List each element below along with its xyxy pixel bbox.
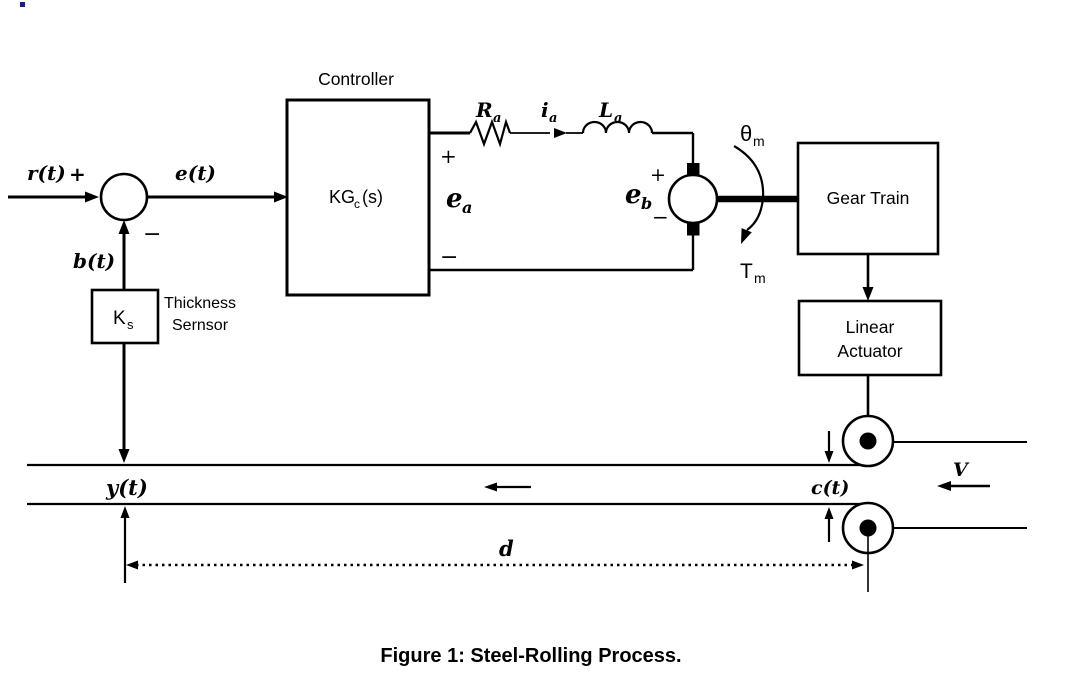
strip-motion-arrowhead <box>484 482 497 492</box>
armature-plus-sign: + <box>440 144 457 168</box>
rotation-arc-arrowhead <box>741 228 752 244</box>
motor-torque-label: T <box>740 260 753 283</box>
thickness-sensor-group: K s Thickness Sernsor <box>90 288 236 463</box>
gap-label: c(t) <box>811 477 849 499</box>
controller-group: Controller KG c (s) <box>285 69 431 297</box>
rotation-arc <box>733 145 765 231</box>
controller-gain-subscript: c <box>354 197 360 211</box>
velocity-label: V <box>953 459 970 481</box>
distance-left-arrowhead <box>126 560 138 570</box>
armature-minus-sign: − <box>440 245 458 270</box>
resistor-symbol <box>469 118 512 148</box>
controller-gain-suffix: (s) <box>362 187 383 207</box>
inductor-label: L <box>598 98 613 122</box>
backemf-voltage-subscript: b <box>641 194 652 213</box>
sensor-gain-block <box>90 288 160 345</box>
summing-minus-sign: − <box>143 222 161 247</box>
backemf-minus-sign: − <box>652 205 669 229</box>
linear-actuator-line1: Linear <box>846 317 895 337</box>
backemf-voltage-label: e <box>625 180 642 210</box>
velocity-arrowhead <box>937 481 951 491</box>
motor-angle-label: θ <box>740 121 752 146</box>
gear-train-block <box>796 141 940 256</box>
summing-junction-circle <box>99 172 149 222</box>
drivetrain-group: Gear Train Linear Actuator <box>796 141 943 441</box>
feedback-arrowhead <box>118 220 130 234</box>
scan-artifact-dot <box>20 2 25 7</box>
motor-group: θ m T m <box>667 121 798 286</box>
backemf-plus-sign: + <box>650 164 666 186</box>
summing-plus-sign: + <box>69 162 86 186</box>
resistor-subscript: a <box>493 111 501 126</box>
distance-right-arrowhead <box>852 560 864 570</box>
motor-body <box>667 173 719 225</box>
controller-title: Controller <box>318 69 394 89</box>
gear-to-actuator-arrowhead <box>862 287 874 301</box>
gear-train-label: Gear Train <box>827 188 910 208</box>
sensor-name-line1: Thickness <box>164 295 236 312</box>
rolling-mill-group: c(t) V y(t) d <box>27 414 1027 592</box>
current-subscript: a <box>549 111 557 126</box>
controller-gain-main: KG <box>329 187 355 207</box>
error-signal-arrowhead <box>274 191 288 203</box>
sensor-probe-arrowhead <box>118 449 130 463</box>
gap-up-arrowhead <box>824 507 834 519</box>
linear-actuator-line2: Actuator <box>837 341 902 361</box>
reference-input-arrowhead <box>85 191 99 203</box>
reference-signal-label: r(t) <box>27 161 66 185</box>
distance-label: d <box>499 536 514 561</box>
output-thickness-label: y(t) <box>105 475 148 500</box>
lower-roller-axle <box>859 519 877 537</box>
feedback-signal-label: b(t) <box>73 249 115 273</box>
linear-actuator-block <box>797 299 943 377</box>
motor-torque-subscript: m <box>754 270 766 286</box>
controller-block <box>285 98 431 297</box>
summing-junction-group: r(t) + e(t) − b(t) <box>8 161 288 290</box>
gap-down-arrowhead <box>824 451 834 463</box>
armature-voltage-subscript: a <box>462 198 472 217</box>
resistor-label: R <box>475 98 493 122</box>
dimension-left-up-arrowhead <box>120 506 130 518</box>
sensor-gain-label: K <box>113 308 126 329</box>
inductor-symbol <box>581 120 654 134</box>
sensor-name-line2: Sernsor <box>172 317 229 334</box>
upper-roller-axle <box>859 432 877 450</box>
sensor-gain-subscript: s <box>127 317 134 332</box>
inductor-subscript: a <box>614 111 622 126</box>
current-label: i <box>541 98 549 122</box>
motor-brush-bottom <box>687 223 700 236</box>
motor-brush-top <box>687 163 700 176</box>
error-signal-label: e(t) <box>175 161 216 185</box>
armature-voltage-label: e <box>446 184 463 214</box>
figure-caption: Figure 1: Steel-Rolling Process. <box>380 645 681 667</box>
armature-circuit-group: R a i a L a + e a − + e b − <box>429 98 695 272</box>
motor-angle-subscript: m <box>753 133 765 149</box>
current-direction-arrowhead <box>554 128 567 138</box>
